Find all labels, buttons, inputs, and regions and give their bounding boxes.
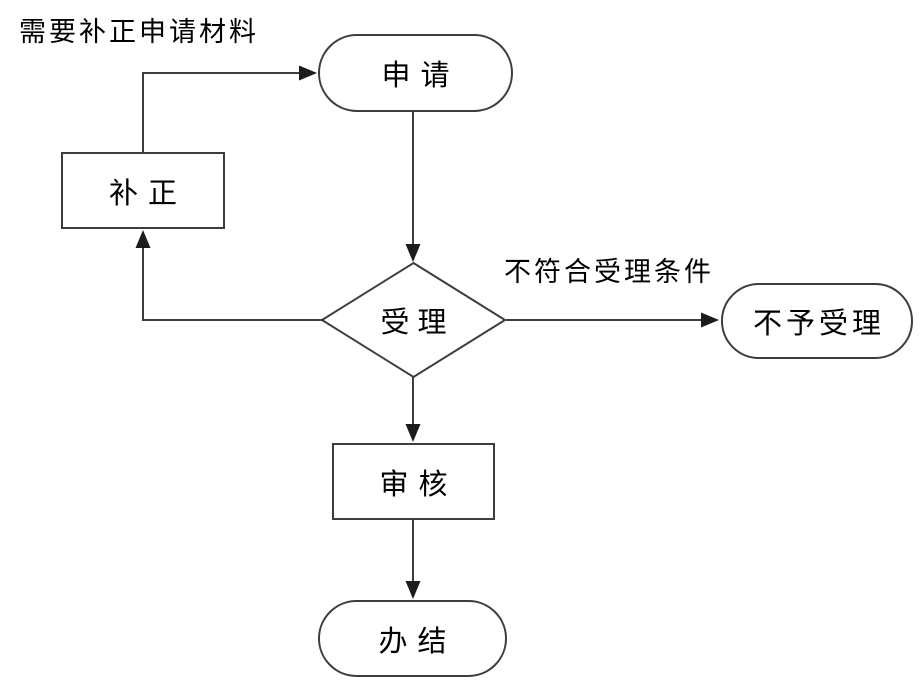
node-review: 审核 bbox=[332, 443, 495, 520]
node-accept: 受理 bbox=[343, 290, 484, 350]
node-complete-label: 办结 bbox=[378, 625, 457, 658]
label-need-supplement: 需要补正申请材料 bbox=[19, 17, 259, 47]
node-complete: 办结 bbox=[318, 600, 507, 677]
node-accept-diamond-shape bbox=[320, 261, 507, 379]
node-supplement: 补正 bbox=[61, 152, 225, 229]
node-accept-label: 受理 bbox=[380, 307, 455, 339]
edge-accept-to-supplement bbox=[135, 230, 322, 321]
edge-accept-to-reject bbox=[506, 312, 719, 328]
node-review-label: 审核 bbox=[379, 468, 458, 501]
edge-apply-to-accept bbox=[405, 112, 421, 262]
edge-supplement-to-apply bbox=[142, 65, 317, 152]
node-apply: 申请 bbox=[318, 34, 513, 112]
node-apply-label: 申请 bbox=[381, 60, 460, 92]
edge-accept-to-review bbox=[405, 377, 421, 442]
node-supplement-label: 补正 bbox=[108, 177, 187, 210]
node-reject: 不予受理 bbox=[721, 283, 913, 359]
node-reject-label: 不予受理 bbox=[752, 308, 885, 340]
label-not-meet-conditions: 不符合受理条件 bbox=[504, 257, 714, 287]
edge-review-to-complete bbox=[405, 520, 421, 599]
